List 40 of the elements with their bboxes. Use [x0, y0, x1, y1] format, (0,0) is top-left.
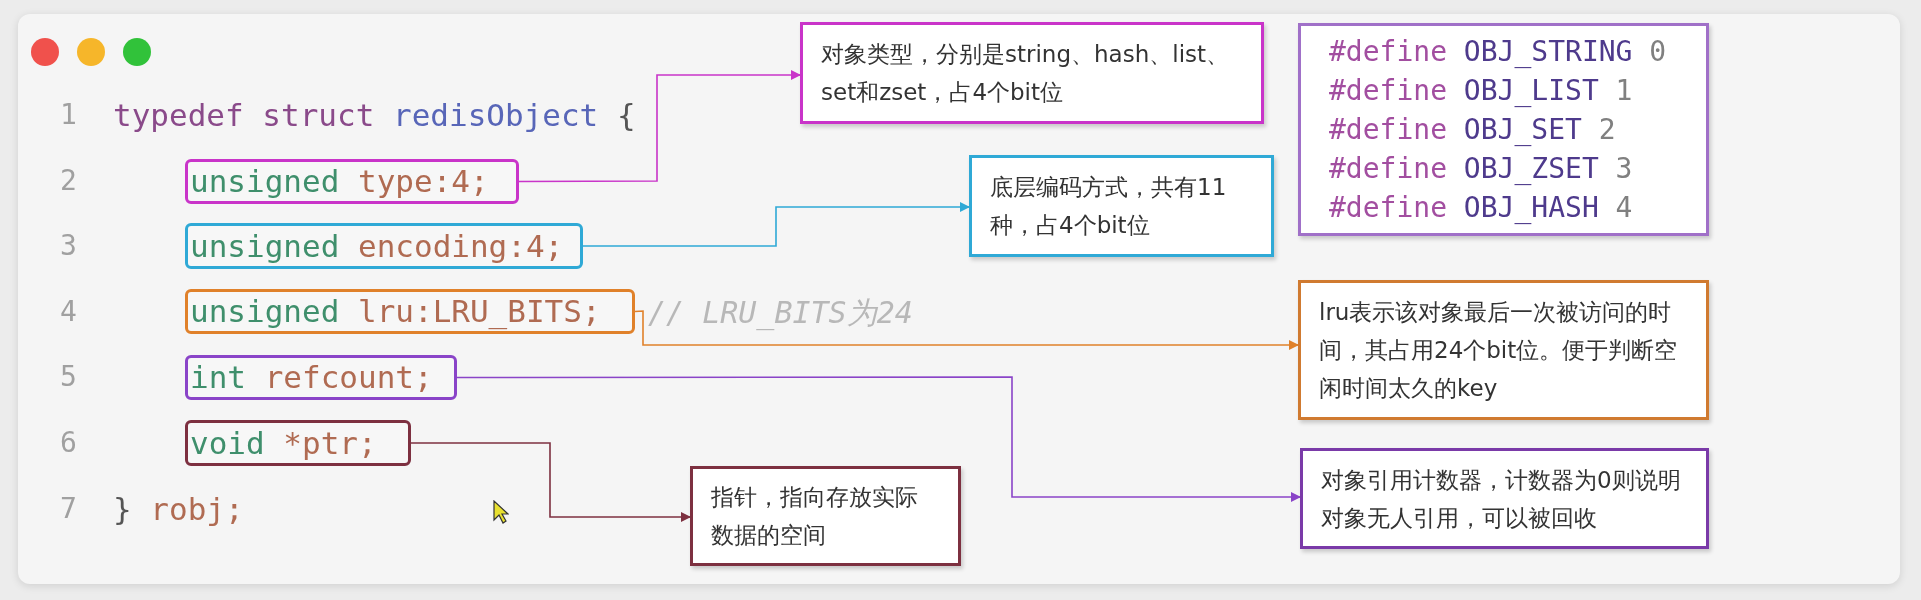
connector-arrow [582, 202, 970, 247]
code-field-box [185, 420, 411, 466]
code-text: void *ptr; [190, 427, 377, 459]
line-number: 2 [60, 163, 77, 199]
code-line: } robj; [113, 490, 244, 529]
note-box [1300, 448, 1709, 549]
code-line: #define OBJ_LIST 1 [1329, 72, 1634, 109]
code-field-box [185, 159, 519, 204]
note-box [969, 155, 1274, 257]
note-box [690, 466, 961, 566]
line-number: 7 [60, 491, 77, 527]
note-text: lru表示该对象最后一次被访问的时间，其占用24个bit位。便于判断空闲时间太久的key [1319, 298, 1679, 403]
code-comment: // LRU_BITS为24 [648, 294, 913, 333]
line-number: 4 [60, 294, 77, 330]
code-field-box [185, 355, 457, 400]
line-number: 6 [60, 425, 77, 461]
connector-arrow [634, 310, 1299, 350]
note-text: 对象类型，分别是string、hash、list、set和zset，占4个bit位 [821, 40, 1231, 107]
code-line: #define OBJ_SET 2 [1329, 111, 1617, 148]
code-text: int refcount; [190, 362, 433, 393]
note-box [1298, 280, 1709, 420]
connector-arrow [410, 442, 691, 522]
note-text: 指针，指向存放实际数据的空间 [711, 483, 919, 550]
code-line: #define OBJ_HASH 4 [1329, 189, 1634, 226]
line-number: 3 [60, 228, 77, 264]
note-text: 对象引用计数器，计数器为0则说明对象无人引用，可以被回收 [1321, 465, 1682, 533]
line-number: 1 [60, 97, 77, 133]
code-panel [1298, 23, 1709, 236]
note-box [800, 22, 1264, 124]
line-number: 5 [60, 359, 77, 395]
code-line: #define OBJ_STRING 0 [1329, 33, 1668, 70]
note-text: 底层编码方式，共有11种，占4个bit位 [990, 173, 1228, 240]
code-text: unsigned type:4; [190, 166, 489, 197]
connector-arrow [518, 70, 801, 183]
code-field-box [185, 289, 635, 334]
code-field-box [185, 223, 583, 269]
connector-arrow [456, 376, 1301, 502]
code-line: typedef struct redisObject { [113, 96, 636, 135]
code-text: unsigned encoding:4; [190, 230, 564, 262]
code-line: #define OBJ_ZSET 3 [1329, 150, 1634, 187]
